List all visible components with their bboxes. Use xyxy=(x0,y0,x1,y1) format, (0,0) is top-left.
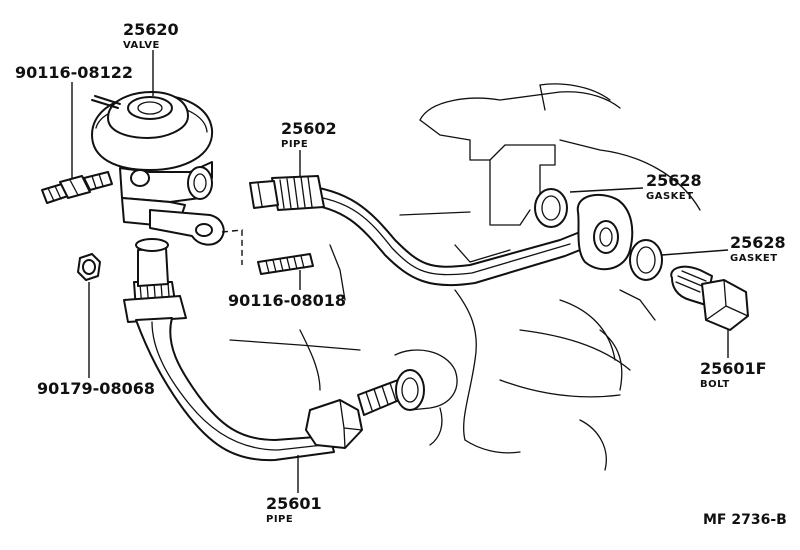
leader-gasket-inner xyxy=(569,187,644,193)
leader-gasket-outer xyxy=(661,249,729,256)
upper-pipe xyxy=(249,175,586,287)
figure-reference: MF 2736-B xyxy=(703,512,787,528)
part-number: 90116-08122 xyxy=(15,63,133,82)
label-pipe-lower: 25601 PIPE xyxy=(266,494,322,525)
gasket-inner xyxy=(534,188,568,228)
label-gasket-inner: 25628 GASKET xyxy=(646,171,702,202)
part-name: BOLT xyxy=(700,379,730,390)
part-name: GASKET xyxy=(730,253,778,264)
part-name: VALVE xyxy=(123,40,160,51)
banjo-fitting xyxy=(576,193,634,271)
part-number: 25628 xyxy=(646,171,702,190)
stud-fit-line xyxy=(221,229,243,265)
part-number: 25620 xyxy=(123,20,179,39)
valve-drawing xyxy=(91,91,225,246)
part-number: 90116-08018 xyxy=(228,291,346,310)
part-name: PIPE xyxy=(281,139,308,150)
part-number: 25601 xyxy=(266,494,322,513)
part-number: 25628 xyxy=(730,233,786,252)
bolt-upper-drawing xyxy=(41,171,113,204)
gasket-outer xyxy=(629,239,663,281)
nut-drawing xyxy=(77,253,101,281)
part-number: 90179-08068 xyxy=(37,379,155,398)
label-pipe-upper: 25602 PIPE xyxy=(281,119,337,150)
label-stud: 90116-08018 xyxy=(228,291,346,310)
label-gasket-outer: 25628 GASKET xyxy=(730,233,786,264)
part-name: PIPE xyxy=(266,514,293,525)
part-number: 25602 xyxy=(281,119,337,138)
label-union-bolt: 25601F BOLT xyxy=(700,359,767,390)
label-nut: 90179-08068 xyxy=(37,379,155,398)
label-valve: 25620 VALVE xyxy=(123,20,179,51)
stud-drawing xyxy=(257,253,314,275)
leader-lines xyxy=(71,50,729,493)
part-name: GASKET xyxy=(646,191,694,202)
lower-pipe xyxy=(123,238,425,462)
engine-block-outline xyxy=(229,83,701,471)
part-number: 25601F xyxy=(700,359,767,378)
union-bolt-drawing xyxy=(670,265,749,331)
label-bolt-upper: 90116-08122 xyxy=(15,63,133,82)
